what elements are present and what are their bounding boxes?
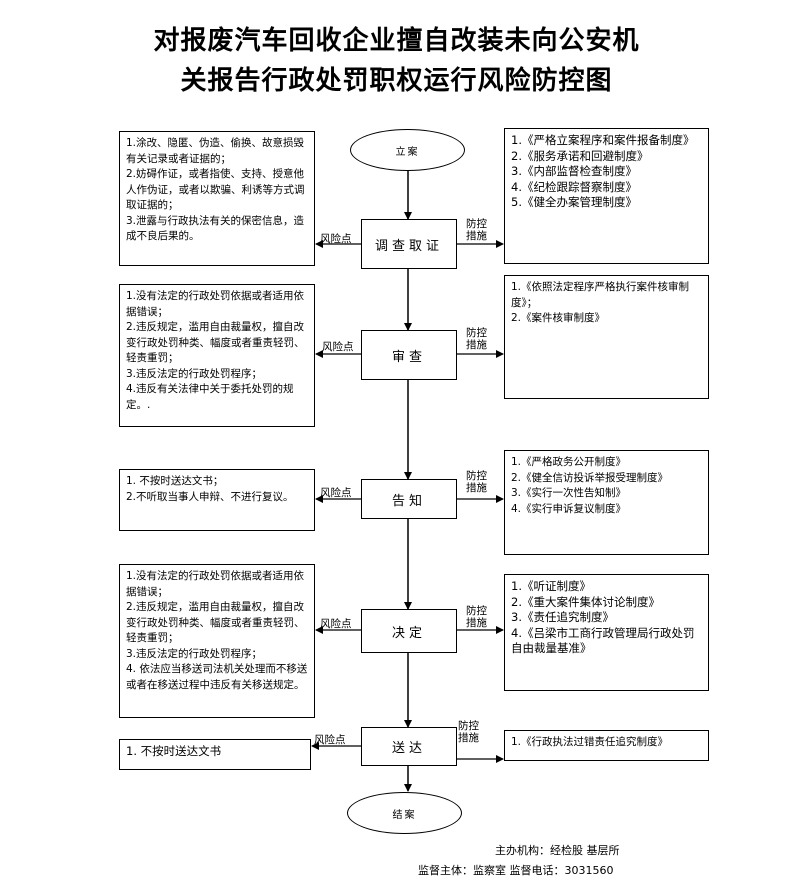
control-label: 防控措施 xyxy=(466,327,487,351)
step-investigation: 调查取证 xyxy=(361,219,457,269)
diagram-title-line2: 关报告行政处罚职权运行风险防控图 xyxy=(180,66,613,96)
risk-label: 风险点 xyxy=(322,341,354,353)
diagram-title-line1: 对报废汽车回收企业擅自改装未向公安机 xyxy=(153,26,640,56)
control-label: 防控措施 xyxy=(466,218,487,242)
control-label: 防控措施 xyxy=(466,470,487,494)
risk-label: 风险点 xyxy=(320,618,352,630)
step-delivery: 送达 xyxy=(361,727,457,766)
step-notify: 告知 xyxy=(361,479,457,519)
risk-label: 风险点 xyxy=(320,233,352,245)
control-box-decision: 1.《听证制度》 2.《重大案件集体讨论制度》 3.《责任追究制度》 4.《吕梁… xyxy=(504,574,709,691)
risk-box-investigation: 1.涂改、隐匿、伪造、偷换、故意损毁有关记录或者证据的； 2.妨碍作证，或者指使… xyxy=(119,131,315,266)
control-box-investigation: 1.《严格立案程序和案件报备制度》 2.《服务承诺和回避制度》 3.《内部监督检… xyxy=(504,128,709,264)
end-node: 结案 xyxy=(347,792,462,834)
control-box-notify: 1.《严格政务公开制度》 2.《健全信访投诉举报受理制度》 3.《实行一次性告知… xyxy=(504,450,709,555)
risk-box-review: 1.没有法定的行政处罚依据或者适用依据错误； 2.违反规定，滥用自由裁量权，擅自… xyxy=(119,284,315,427)
step-review: 审查 xyxy=(361,330,457,380)
start-node: 立案 xyxy=(350,129,465,171)
control-label: 防控措施 xyxy=(466,605,487,629)
risk-box-delivery: 1. 不按时送达文书 xyxy=(119,739,311,770)
footer-supervisor: 监督主体：监察室 监督电话：3031560 xyxy=(418,864,614,877)
risk-box-decision: 1.没有法定的行政处罚依据或者适用依据错误； 2.违反规定，滥用自由裁量权，擅自… xyxy=(119,564,315,718)
control-box-review: 1.《依照法定程序严格执行案件核审制度》； 2.《案件核审制度》 xyxy=(504,275,709,399)
risk-box-notify: 1. 不按时送达文书； 2.不听取当事人申辩、不进行复议。 xyxy=(119,469,315,531)
control-label: 防控措施 xyxy=(458,720,479,744)
step-decision: 决定 xyxy=(361,609,457,653)
risk-label: 风险点 xyxy=(314,734,346,746)
footer-org: 主办机构：经检股 基层所 xyxy=(495,844,620,857)
control-box-delivery: 1.《行政执法过错责任追究制度》 xyxy=(504,730,709,761)
risk-label: 风险点 xyxy=(320,487,352,499)
